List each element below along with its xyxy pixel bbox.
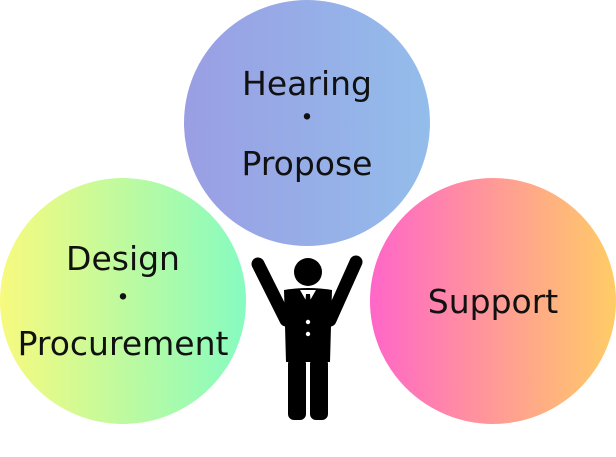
- procurement-label: Procurement: [17, 324, 229, 363]
- design-procurement-separator: ・: [108, 281, 138, 316]
- support-circle: Support: [370, 178, 616, 424]
- hearing-propose-separator: ・: [292, 100, 322, 136]
- hearing-propose-circle: Hearing ・ Propose: [184, 0, 430, 246]
- design-procurement-circle: Design ・ Procurement: [0, 178, 246, 424]
- propose-label: Propose: [241, 143, 373, 183]
- businessman-arms-raised-icon: [251, 255, 363, 420]
- design-label: Design: [66, 239, 180, 278]
- support-label: Support: [427, 281, 559, 321]
- hearing-label: Hearing: [242, 63, 372, 103]
